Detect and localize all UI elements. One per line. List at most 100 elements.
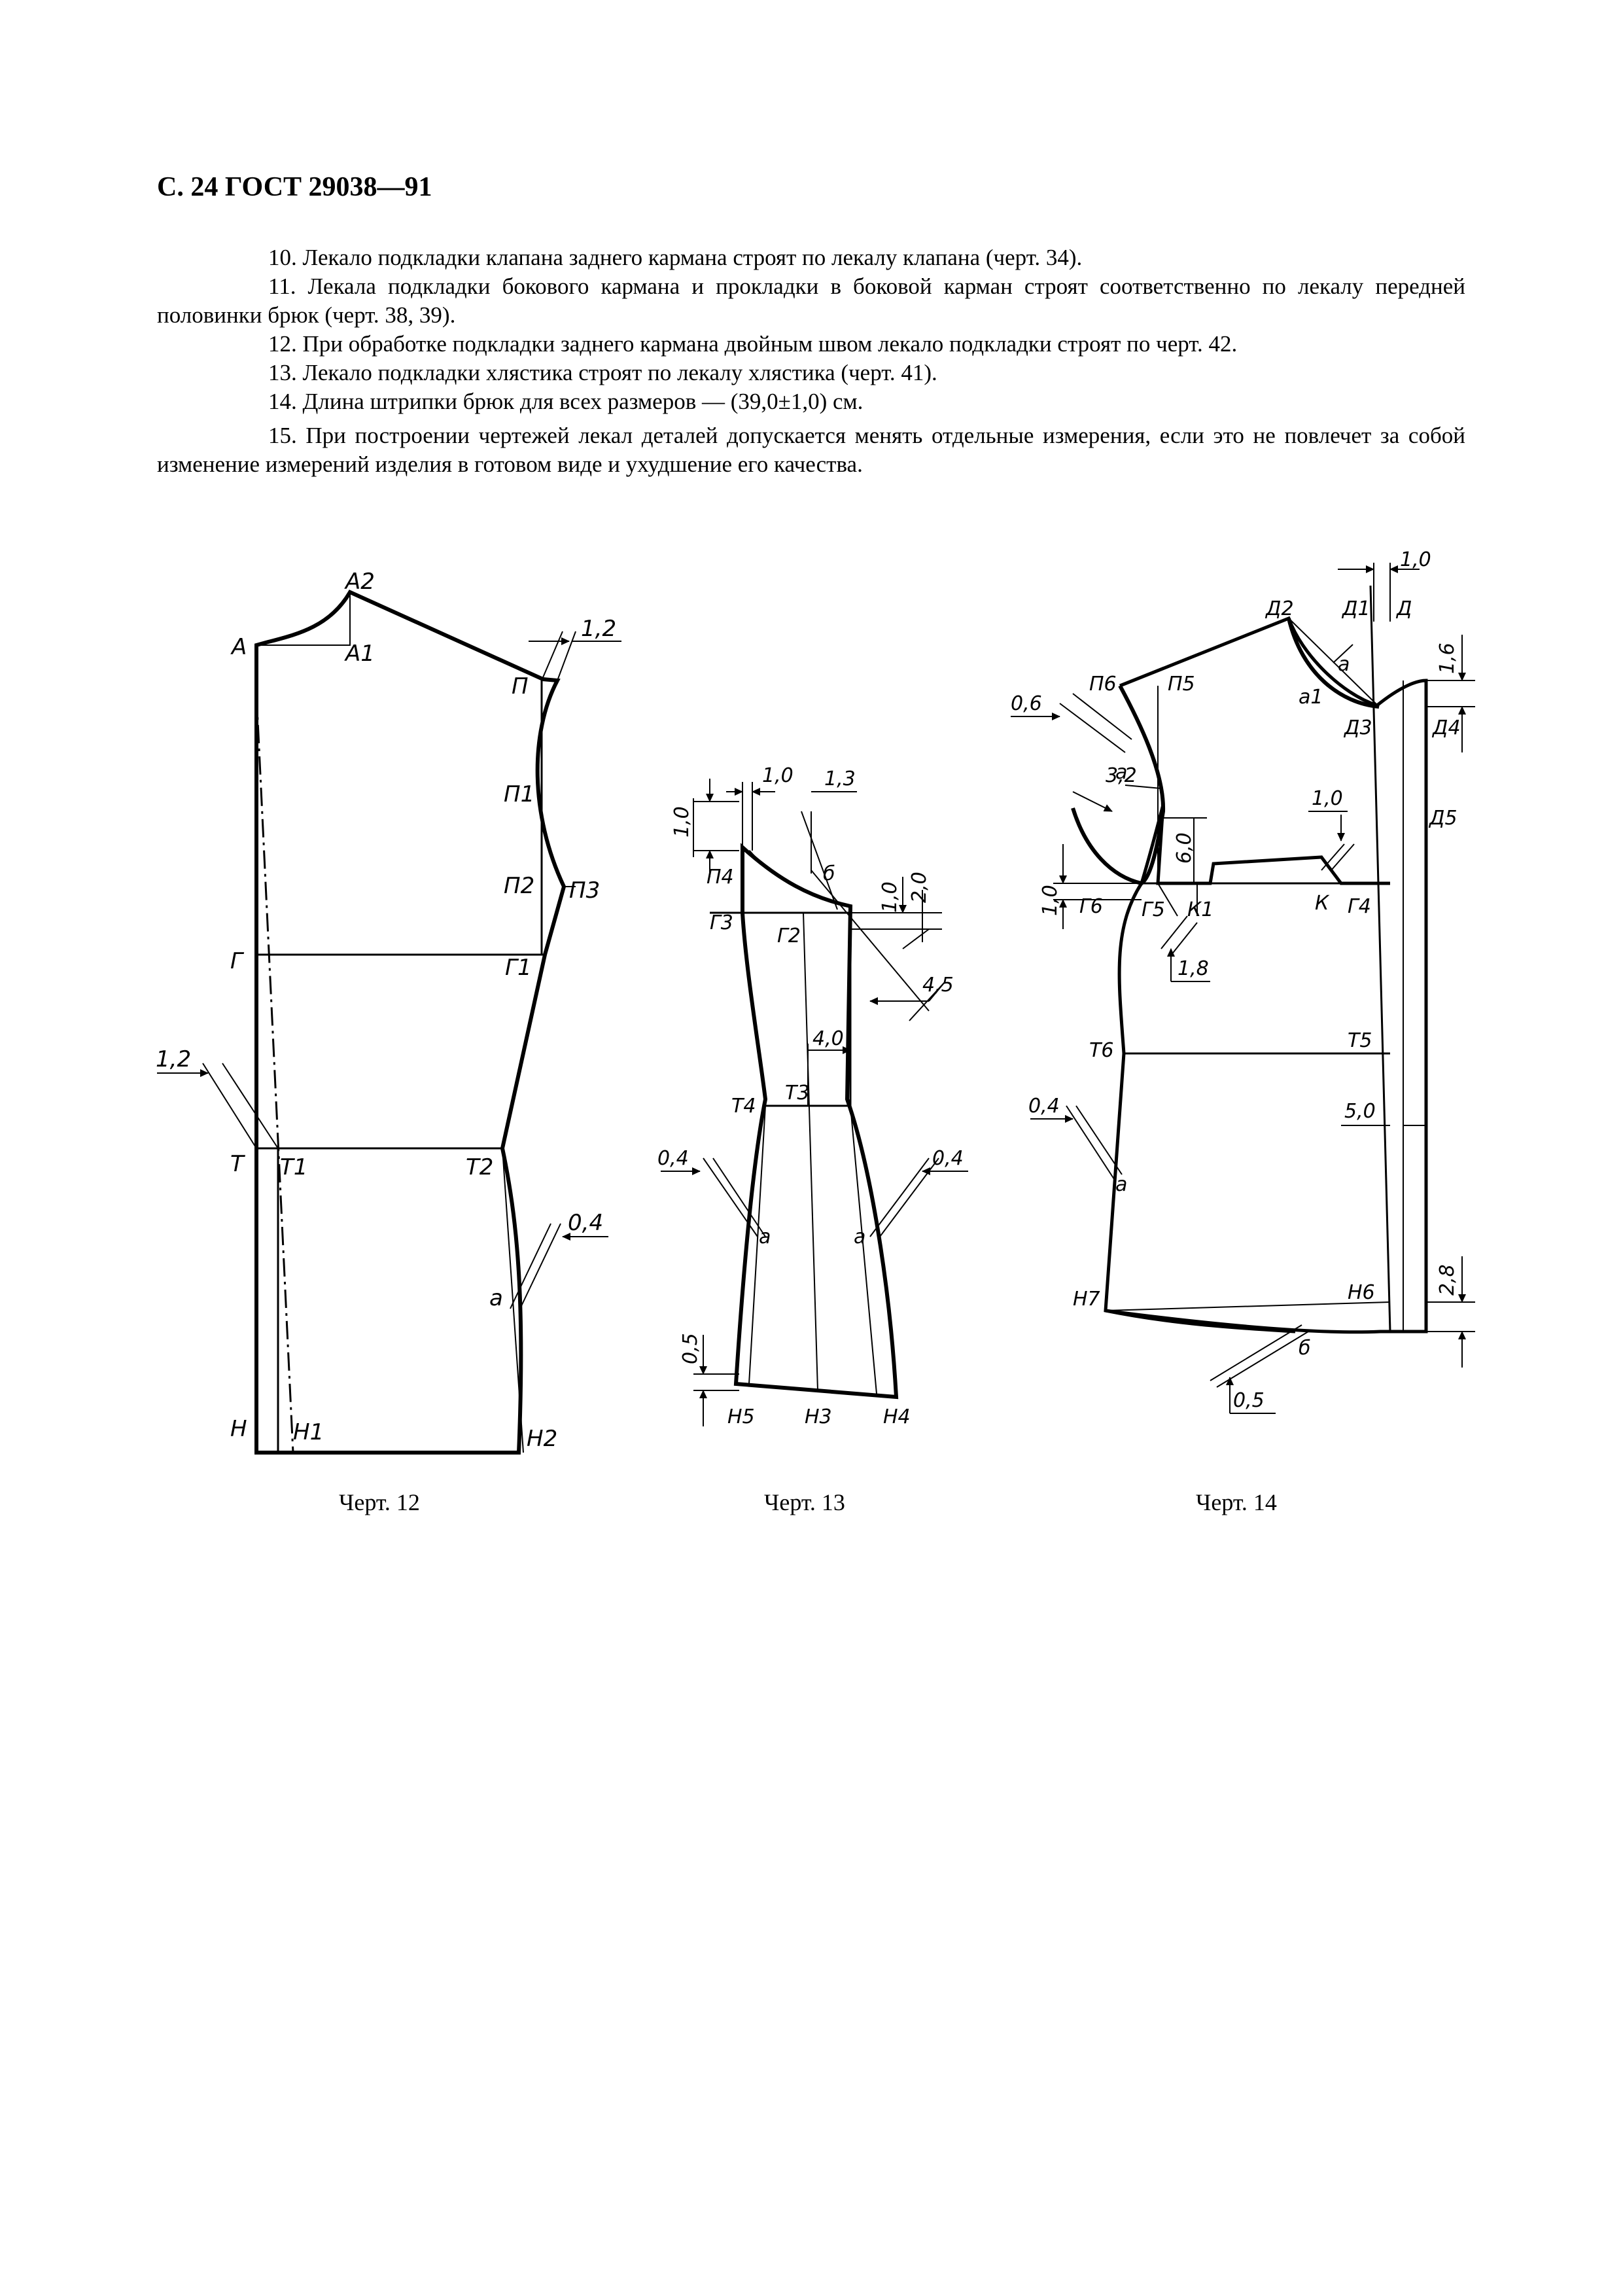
svg-text:а: а: [1115, 761, 1127, 784]
caption-fig14: Черт. 14: [1196, 1489, 1277, 1515]
svg-text:П1: П1: [504, 781, 534, 807]
svg-text:П2: П2: [504, 873, 534, 899]
svg-text:Н1: Н1: [293, 1419, 324, 1445]
figure-12: [157, 590, 621, 1455]
svg-text:0,4: 0,4: [932, 1147, 964, 1170]
svg-text:Н4: Н4: [883, 1405, 911, 1428]
figure-14-labels: Д2 Д1 Д а а1 Д3 Д4 Д5 П6 П5 а Г6 Г5 К1 К…: [1011, 548, 1461, 1412]
svg-text:1,3: 1,3: [824, 768, 856, 790]
svg-text:П3: П3: [569, 877, 600, 904]
caption-fig13: Черт. 13: [764, 1489, 845, 1515]
svg-text:А2: А2: [344, 569, 375, 595]
paragraph-12: 12. При обработке подкладки заднего карм…: [268, 331, 1238, 357]
svg-text:Г5: Г5: [1142, 898, 1165, 921]
svg-text:а: а: [489, 1285, 503, 1311]
svg-text:6,0: 6,0: [1173, 832, 1196, 864]
svg-text:Н5: Н5: [727, 1405, 755, 1428]
svg-text:Н3: Н3: [805, 1405, 832, 1428]
svg-text:0,5: 0,5: [679, 1333, 702, 1364]
svg-text:А1: А1: [344, 641, 375, 667]
paragraph-14: 14. Длина штрипки брюк для всех размеров…: [268, 389, 864, 414]
fig13-dashed-curve: [748, 850, 841, 904]
svg-text:4,0: 4,0: [812, 1027, 844, 1050]
svg-text:а: а: [1115, 1173, 1127, 1196]
svg-text:3,2: 3,2: [1106, 764, 1137, 787]
svg-text:Т2: Т2: [466, 1154, 493, 1180]
figure-13-labels: П4 б Г3 Г2 Т4 Т3 а а Н5 Н3 Н4 1,0 1,0 1,…: [657, 764, 964, 1428]
pattern-drawings: А А2 А1 П П1 П2 П3 Г Г1 Т Т1 Т2 а Н Н1 Н…: [156, 548, 1475, 1455]
fig12-a1-tick: [256, 592, 351, 646]
svg-text:Т: Т: [230, 1151, 245, 1177]
svg-text:2,8: 2,8: [1436, 1264, 1459, 1296]
fig14-neck: [1287, 618, 1380, 709]
svg-text:Н: Н: [230, 1416, 247, 1442]
paragraph-15: 15. При построении чертежей лекал детале…: [157, 423, 1465, 477]
svg-text:Т5: Т5: [1348, 1029, 1372, 1052]
svg-text:Г3: Г3: [710, 911, 733, 934]
figure-12-labels: А А2 А1 П П1 П2 П3 Г Г1 Т Т1 Т2 а Н Н1 Н…: [156, 569, 616, 1452]
svg-text:а1: а1: [1299, 686, 1323, 709]
svg-text:Н6: Н6: [1348, 1281, 1375, 1304]
svg-text:1,0: 1,0: [1039, 885, 1062, 916]
svg-text:П4: П4: [707, 866, 734, 889]
fig12-outline: [254, 590, 567, 1455]
svg-text:Д4: Д4: [1431, 716, 1461, 739]
svg-text:Г6: Г6: [1079, 895, 1103, 918]
svg-text:Г: Г: [230, 948, 245, 974]
svg-text:П6: П6: [1089, 673, 1117, 696]
svg-text:Н2: Н2: [527, 1426, 557, 1452]
svg-text:а: а: [854, 1226, 865, 1248]
paragraph-11: 11. Лекала подкладки бокового кармана и …: [157, 274, 1465, 328]
svg-text:0,4: 0,4: [1028, 1095, 1060, 1118]
svg-text:1,0: 1,0: [1312, 787, 1343, 810]
svg-text:Т6: Т6: [1089, 1039, 1113, 1062]
svg-text:Н7: Н7: [1073, 1288, 1100, 1311]
svg-text:Т3: Т3: [785, 1082, 809, 1104]
svg-text:1,2: 1,2: [156, 1046, 191, 1072]
fig12-side-inner: [502, 1148, 524, 1453]
svg-text:Г2: Г2: [777, 925, 801, 947]
svg-text:Г1: Г1: [505, 955, 532, 981]
paragraph-10: 10. Лекало подкладки клапана заднего кар…: [268, 245, 1083, 270]
svg-text:б: б: [1299, 1337, 1311, 1360]
svg-text:а: а: [759, 1226, 771, 1248]
svg-text:1,8: 1,8: [1178, 957, 1209, 980]
page-header: С. 24 ГОСТ 29038—91: [157, 172, 432, 202]
svg-text:4,5: 4,5: [922, 974, 954, 997]
figure-14: [1011, 563, 1475, 1414]
svg-text:1,2: 1,2: [581, 616, 616, 642]
svg-text:Д1: Д1: [1341, 597, 1370, 620]
fig13-bottom-line: [735, 1383, 897, 1398]
svg-text:б: б: [823, 862, 835, 885]
svg-text:2,0: 2,0: [908, 872, 931, 903]
svg-text:0,4: 0,4: [657, 1147, 689, 1170]
svg-text:1,0: 1,0: [879, 881, 901, 913]
fig13-outline: [733, 843, 899, 1400]
instructions-text: 10. Лекало подкладки клапана заднего кар…: [157, 243, 1465, 479]
svg-text:0,4: 0,4: [568, 1210, 603, 1236]
svg-text:а: а: [1338, 653, 1350, 676]
svg-text:1,0: 1,0: [762, 764, 794, 787]
paragraph-13: 13. Лекало подкладки хлястика строят по …: [268, 360, 937, 385]
svg-text:1,6: 1,6: [1436, 643, 1459, 674]
fig12-dashdot: [255, 693, 294, 1453]
svg-text:Д: Д: [1395, 597, 1412, 620]
svg-text:Т1: Т1: [280, 1154, 307, 1180]
figure-13: [661, 779, 968, 1426]
svg-text:1,0: 1,0: [671, 806, 693, 838]
svg-text:П: П: [512, 673, 529, 699]
fig14-hem-line: [1105, 1301, 1391, 1311]
fig14-d-axis: [1369, 585, 1391, 1332]
svg-text:Д5: Д5: [1428, 807, 1457, 830]
svg-text:П5: П5: [1168, 673, 1195, 696]
fig14-armhole: [1071, 684, 1166, 886]
fig14-outline: [1104, 616, 1428, 1334]
svg-text:Т4: Т4: [731, 1095, 756, 1118]
fig13-center-line: [803, 912, 818, 1391]
svg-text:Д3: Д3: [1343, 716, 1372, 739]
svg-text:К1: К1: [1187, 898, 1213, 921]
svg-text:0,6: 0,6: [1011, 692, 1042, 715]
svg-text:0,5: 0,5: [1233, 1389, 1265, 1412]
svg-text:А: А: [230, 634, 247, 660]
